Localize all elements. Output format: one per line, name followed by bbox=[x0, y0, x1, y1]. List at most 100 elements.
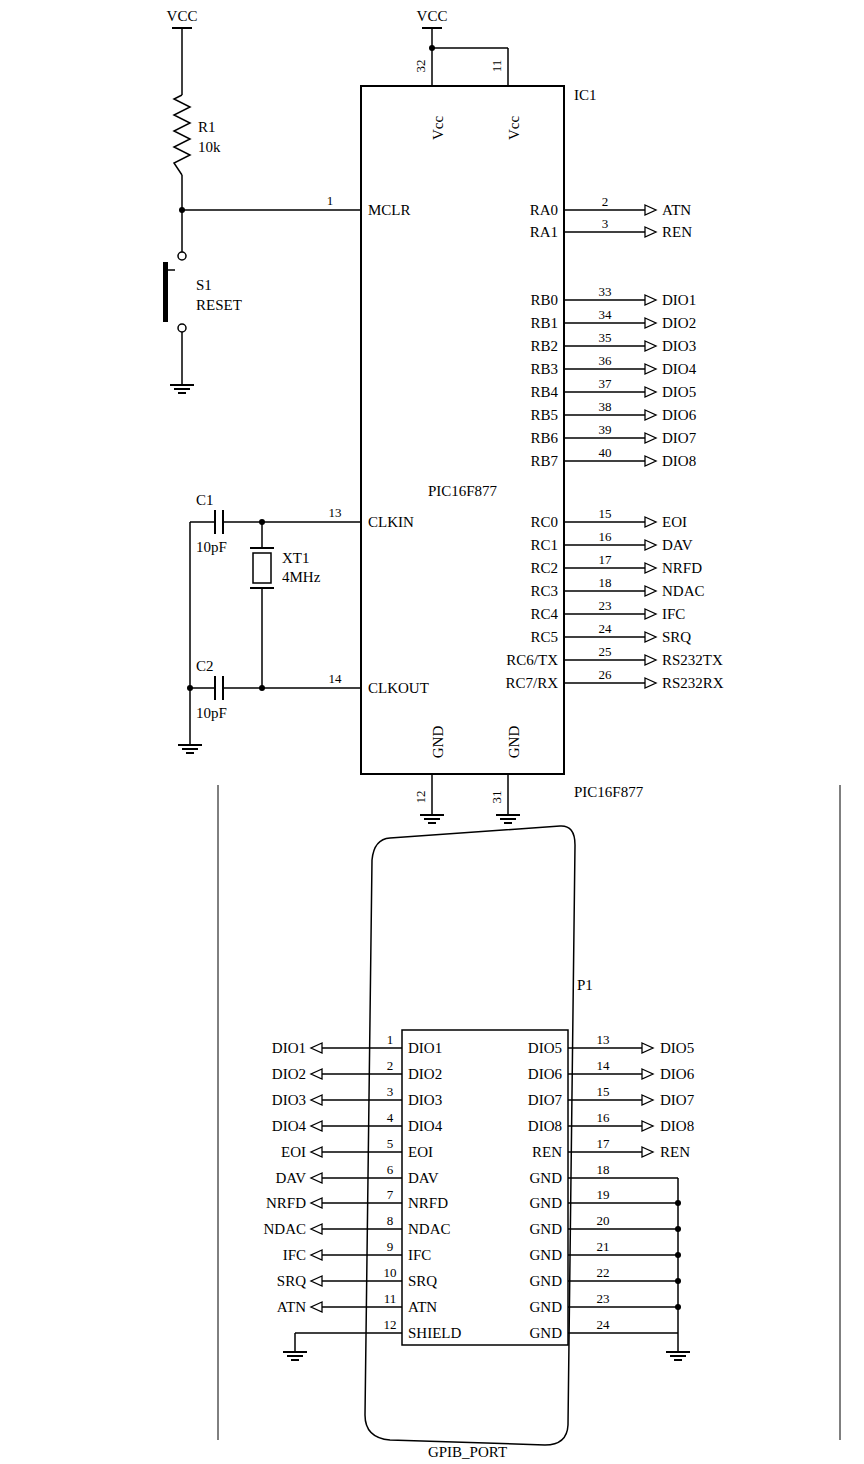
wire bbox=[507, 48, 509, 85]
net-label: DIO7 bbox=[660, 1092, 694, 1109]
wire bbox=[565, 391, 645, 393]
pin-name: EOI bbox=[408, 1144, 433, 1161]
pin-name: RC7/RX bbox=[505, 675, 558, 692]
net-label: DIO3 bbox=[662, 338, 696, 355]
net-port-arrow bbox=[645, 205, 656, 215]
pin-name: RB7 bbox=[530, 453, 558, 470]
net-label: SRQ bbox=[277, 1273, 306, 1290]
pin-name: DIO7 bbox=[528, 1092, 562, 1109]
wire bbox=[568, 1280, 678, 1282]
pin-number: 3 bbox=[387, 1084, 394, 1099]
part-label: PIC16F877 bbox=[574, 784, 643, 801]
pin-name: RB1 bbox=[530, 315, 558, 332]
pin-number: 32 bbox=[413, 60, 428, 73]
wire bbox=[181, 175, 183, 252]
ground-symbol bbox=[670, 1355, 686, 1357]
pin-number: 38 bbox=[599, 399, 612, 414]
ground-symbol bbox=[174, 388, 190, 390]
net-port-arrow bbox=[645, 227, 656, 237]
part-name: XT1 bbox=[282, 550, 310, 567]
net-label: DIO1 bbox=[272, 1040, 306, 1057]
wire bbox=[322, 1047, 402, 1049]
net-port-arrow bbox=[642, 1147, 653, 1157]
capacitor-symbol bbox=[222, 676, 224, 700]
net-port-arrow bbox=[645, 387, 656, 397]
frame-line bbox=[840, 785, 841, 1440]
wire bbox=[181, 28, 183, 95]
pin-name: DIO8 bbox=[528, 1118, 562, 1135]
wire bbox=[223, 521, 360, 523]
wire bbox=[565, 368, 645, 370]
pin-name: Vcc bbox=[506, 116, 523, 140]
pin-name: REN bbox=[532, 1144, 562, 1161]
wire bbox=[322, 1177, 402, 1179]
net-label: ATN bbox=[277, 1299, 306, 1316]
supply-label: VCC bbox=[417, 8, 448, 25]
wire bbox=[565, 544, 645, 546]
wire bbox=[431, 28, 433, 85]
net-label: SRQ bbox=[662, 629, 691, 646]
wire bbox=[565, 437, 645, 439]
net-label: DAV bbox=[662, 537, 693, 554]
wire bbox=[565, 231, 645, 233]
wire bbox=[190, 521, 215, 523]
net-label: NRFD bbox=[662, 560, 702, 577]
pin-name: RC3 bbox=[530, 583, 558, 600]
pin-name: GND bbox=[530, 1273, 563, 1290]
net-port-arrow bbox=[645, 678, 656, 688]
pin-number: 25 bbox=[599, 644, 612, 659]
wire bbox=[261, 588, 263, 688]
pin-number: 23 bbox=[597, 1291, 610, 1306]
ground-symbol bbox=[283, 1351, 307, 1353]
net-label: DIO2 bbox=[662, 315, 696, 332]
net-port-arrow bbox=[645, 655, 656, 665]
pin-name: SRQ bbox=[408, 1273, 437, 1290]
part-value: 10k bbox=[198, 139, 221, 156]
pin-number: 39 bbox=[599, 422, 612, 437]
net-port-arrow bbox=[311, 1095, 322, 1105]
pin-number: 16 bbox=[597, 1110, 610, 1125]
net-port-arrow bbox=[642, 1121, 653, 1131]
pin-name: DIO5 bbox=[528, 1040, 562, 1057]
wire bbox=[568, 1332, 678, 1334]
supply-label: VCC bbox=[167, 8, 198, 25]
ground-symbol bbox=[178, 392, 186, 394]
net-port-arrow bbox=[645, 364, 656, 374]
pin-name: CLKIN bbox=[368, 514, 414, 531]
pin-number: 33 bbox=[599, 284, 612, 299]
wire bbox=[507, 775, 509, 815]
pin-number: 14 bbox=[329, 671, 342, 686]
pin-number: 22 bbox=[597, 1265, 610, 1280]
pin-name: CLKOUT bbox=[368, 680, 429, 697]
net-port-arrow bbox=[645, 632, 656, 642]
wire bbox=[431, 775, 433, 815]
pin-name: SHIELD bbox=[408, 1325, 461, 1342]
part-value: 10pF bbox=[196, 705, 227, 722]
pin-name: MCLR bbox=[368, 202, 411, 219]
pin-number: 31 bbox=[489, 791, 504, 804]
capacitor-symbol bbox=[214, 676, 216, 700]
ground-symbol bbox=[178, 744, 202, 746]
wire bbox=[322, 1202, 402, 1204]
net-port-arrow bbox=[645, 433, 656, 443]
wire bbox=[568, 1202, 678, 1204]
pushbutton-symbol bbox=[163, 262, 168, 322]
capacitor-symbol bbox=[222, 510, 224, 534]
net-label: DIO8 bbox=[662, 453, 696, 470]
wire bbox=[295, 1332, 402, 1334]
pin-name: GND bbox=[530, 1221, 563, 1238]
net-port-arrow bbox=[311, 1198, 322, 1208]
part-name: C1 bbox=[196, 492, 214, 509]
pin-name: DIO3 bbox=[408, 1092, 442, 1109]
pin-name: RB0 bbox=[530, 292, 558, 309]
wire bbox=[322, 1254, 402, 1256]
pin-number: 12 bbox=[384, 1317, 397, 1332]
net-label: DIO7 bbox=[662, 430, 696, 447]
reference-designator: IC1 bbox=[574, 87, 597, 104]
net-label: DIO6 bbox=[660, 1066, 694, 1083]
wire bbox=[565, 322, 645, 324]
wire bbox=[322, 1125, 402, 1127]
wire bbox=[322, 1306, 402, 1308]
ground-symbol bbox=[424, 818, 440, 820]
net-label: RS232RX bbox=[662, 675, 724, 692]
